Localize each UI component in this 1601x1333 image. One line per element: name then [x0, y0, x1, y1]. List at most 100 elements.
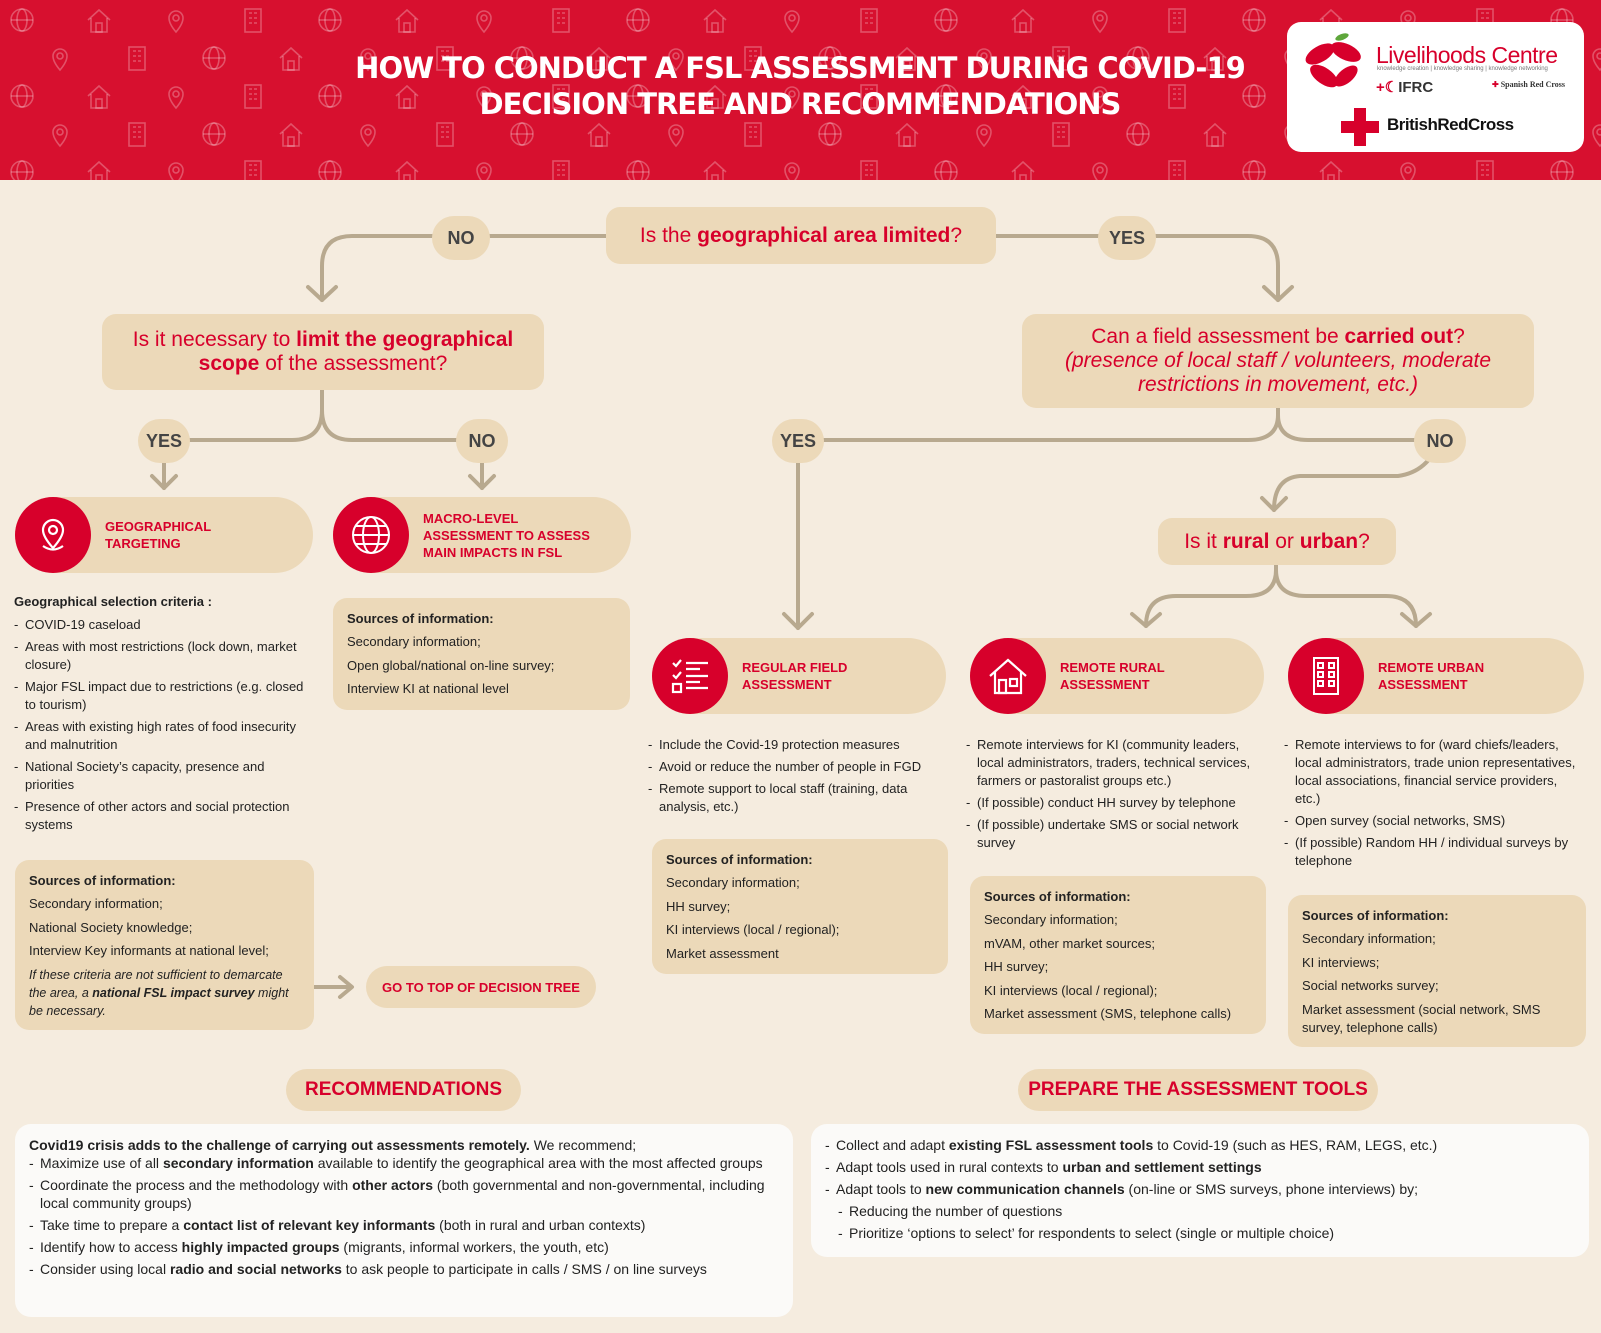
pattern-house-icon	[895, 46, 919, 71]
list-subitem: Reducing the number of questions	[825, 1202, 1575, 1220]
pattern-house-icon	[395, 84, 419, 109]
source-item: Open global/national on-line survey;	[347, 657, 555, 673]
source-item: Secondary information;	[1302, 931, 1436, 946]
pattern-pin-icon	[360, 124, 376, 148]
q2-text-bold: limit the geographical scope	[198, 328, 514, 375]
connector-q4-urban	[1274, 568, 1418, 628]
geo-note-post: might be necessary.	[29, 985, 289, 1018]
question-limit-scope: Is it necessary to limit the geographica…	[102, 314, 544, 390]
pattern-pin-icon	[1092, 162, 1108, 180]
ifrc-text: IFRC	[1398, 79, 1434, 96]
pattern-globe-icon	[626, 84, 650, 108]
geo-note: If these criteria are not sufficient to …	[29, 966, 300, 1020]
rural-label-line2: ASSESSMENT	[1060, 677, 1150, 692]
livelihoods-centre-logo: Livelihoods Centre	[1376, 42, 1558, 68]
q1-text-pre: Is the	[639, 223, 698, 247]
pattern-building-icon	[744, 46, 762, 71]
geo-sources-box: Sources of information: Secondary inform…	[15, 860, 314, 1030]
page-title: HOW TO CONDUCT A FSL ASSESSMENT DURING C…	[300, 50, 1300, 122]
q3-text-italic: (presence of local staff / volunteers, m…	[1064, 349, 1492, 396]
checklist-icon	[671, 659, 708, 694]
pattern-pin-icon	[1592, 48, 1601, 72]
list-subitem: Prioritize ‘options to select’ for respo…	[825, 1224, 1575, 1242]
arrowhead-q4-rural	[1130, 612, 1162, 628]
outcome-rural-circle	[970, 638, 1046, 714]
source-item: HH survey;	[666, 898, 731, 914]
list-item: Maximize use of all secondary informatio…	[29, 1154, 779, 1172]
location-pin-icon	[41, 518, 65, 551]
q1-text-bold: geographical area limited	[697, 223, 951, 247]
source-item: mVAM, other market sources;	[984, 935, 1155, 951]
pattern-pin-icon	[476, 162, 492, 180]
pattern-pin-icon	[976, 124, 992, 148]
building-icon	[1313, 657, 1339, 695]
pattern-house-icon	[1203, 122, 1227, 147]
pattern-house-icon	[703, 8, 727, 33]
pattern-pin-icon	[360, 48, 376, 72]
pattern-house-icon	[703, 84, 727, 109]
pattern-globe-icon	[10, 84, 34, 108]
pattern-globe-icon	[1242, 8, 1266, 32]
pattern-globe-icon	[1242, 160, 1266, 180]
pattern-house-icon	[87, 84, 111, 109]
recommendations-intro-rest: We recommend;	[529, 1137, 637, 1153]
source-item: Market assessment (social network, SMS s…	[1302, 1001, 1541, 1035]
list-item: Remote interviews for KI (community lead…	[966, 736, 1268, 790]
q4-text-post: ?	[1358, 529, 1370, 553]
globe-icon	[352, 516, 390, 554]
go-to-top-button[interactable]: GO TO TOP OF DECISION TREE	[366, 966, 596, 1008]
list-item: Include the Covid-19 protection measures	[648, 736, 950, 754]
list-item: Consider using local radio and social ne…	[29, 1260, 779, 1278]
house-icon	[989, 658, 1027, 695]
list-item: (If possible) conduct HH survey by telep…	[966, 794, 1268, 812]
source-item: Market assessment (SMS, telephone calls)	[984, 1006, 1232, 1021]
ifrc-crescent-icon: ☾	[1384, 79, 1399, 96]
urban-items-list: Remote interviews to for (ward chiefs/le…	[1284, 736, 1584, 874]
british-red-cross-icon	[1341, 108, 1379, 146]
list-item: National Society’s capacity, presence an…	[14, 758, 304, 794]
arrowhead-q1-yes	[1262, 285, 1294, 302]
q2-text-post: of the assessment?	[259, 352, 448, 375]
source-item: National Society knowledge;	[29, 919, 193, 935]
pattern-pin-icon	[784, 86, 800, 110]
outcome-rural-label: REMOTE RURAL ASSESSMENT	[1060, 638, 1165, 714]
british-red-cross-logo: BritishRedCross	[1387, 115, 1514, 134]
pattern-globe-icon	[510, 122, 534, 146]
list-item: Take time to prepare a contact list of r…	[29, 1216, 779, 1234]
list-item: Avoid or reduce the number of people in …	[648, 758, 950, 776]
pattern-building-icon	[744, 122, 762, 147]
pattern-globe-icon	[1550, 160, 1574, 180]
pattern-house-icon	[587, 122, 611, 147]
geo-note-bold: national FSL impact survey	[92, 985, 255, 1000]
pattern-pin-icon	[476, 86, 492, 110]
geo-note-pre: If these criteria are not sufficient to …	[29, 967, 283, 1000]
arrowhead-q2-no	[468, 474, 496, 490]
livelihoods-tagline: knowledge creation | knowledge sharing |…	[1377, 66, 1548, 72]
pattern-building-icon	[128, 122, 146, 147]
pattern-globe-icon	[818, 46, 842, 70]
pattern-pin-icon	[1592, 124, 1601, 148]
list-item: Major FSL impact due to restrictions (e.…	[14, 678, 304, 714]
source-item: Interview KI at national level	[347, 681, 509, 696]
arrowhead-q2-yes	[150, 474, 178, 490]
source-item: Secondary information;	[347, 634, 481, 649]
field-sources-box: Sources of information: Secondary inform…	[652, 839, 948, 974]
outcome-remote-rural: REMOTE RURAL ASSESSMENT	[970, 638, 1264, 714]
list-item: Remote interviews to for (ward chiefs/le…	[1284, 736, 1584, 808]
macro-label-line1: MACRO-LEVEL	[423, 510, 519, 526]
source-item: Interview Key informants at national lev…	[29, 943, 269, 958]
pattern-house-icon	[395, 160, 419, 180]
rural-label-line1: REMOTE RURAL	[1060, 660, 1165, 675]
pattern-building-icon	[1168, 8, 1186, 33]
source-item: Secondary information;	[29, 896, 163, 911]
pattern-globe-icon	[1126, 46, 1150, 70]
ifrc-cross-icon: +	[1376, 79, 1385, 96]
pattern-house-icon	[587, 46, 611, 71]
pattern-house-icon	[87, 160, 111, 180]
